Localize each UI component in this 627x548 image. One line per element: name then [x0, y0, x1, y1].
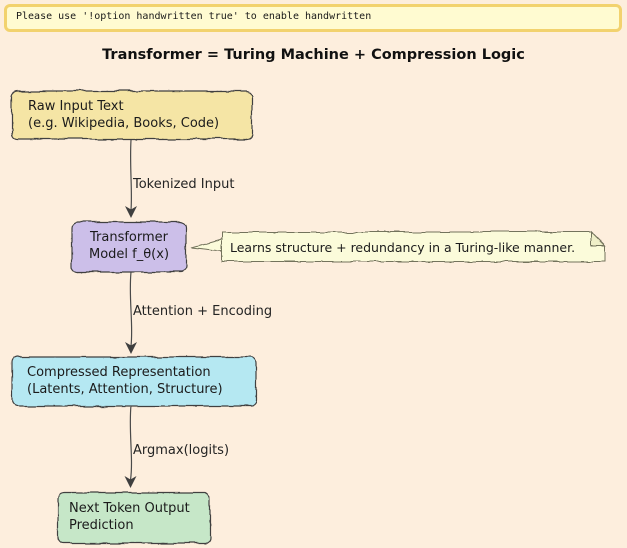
node-output-label: Next Token Output Prediction — [69, 500, 190, 534]
arrowhead-down-icon — [124, 476, 137, 488]
node-output-line2: Prediction — [69, 518, 134, 533]
node-compressed-label: Compressed Representation (Latents, Atte… — [27, 364, 223, 398]
note-fold-corner-icon — [591, 230, 607, 246]
node-raw-input-label: Raw Input Text (e.g. Wikipedia, Books, C… — [28, 98, 219, 132]
node-raw-input-line1: Raw Input Text — [28, 99, 124, 114]
node-output-line1: Next Token Output — [69, 501, 190, 516]
node-transformer-model — [71, 221, 187, 273]
node-transformer-line1: Transformer — [89, 230, 168, 245]
handwritten-option-banner: Please use '!option handwritten true' to… — [4, 4, 622, 32]
note-shape — [221, 231, 606, 262]
arrowhead-down-icon — [125, 206, 137, 218]
arrowhead-down-icon — [125, 342, 137, 354]
note-tail — [190, 238, 223, 252]
node-next-token-output — [57, 492, 211, 544]
edge-transformer-to-compressed — [129, 271, 133, 347]
edge-label-tokenized-input: Tokenized Input — [133, 177, 235, 192]
node-raw-input — [11, 90, 253, 140]
node-compressed-line2: (Latents, Attention, Structure) — [27, 382, 223, 397]
node-compressed-line1: Compressed Representation — [27, 365, 211, 380]
diagram-title: Transformer = Turing Machine + Compressi… — [102, 47, 525, 63]
edge-raw-to-transformer — [129, 139, 133, 211]
note-text: Learns structure + redundancy in a Turin… — [230, 240, 576, 255]
edge-label-argmax-logits: Argmax(logits) — [133, 443, 230, 458]
edge-label-attention-encoding: Attention + Encoding — [133, 304, 273, 319]
node-transformer-label: Transformer Model f_θ(x) — [72, 229, 186, 263]
banner-text: Please use '!option handwritten true' to… — [16, 11, 372, 22]
node-compressed-representation — [11, 356, 257, 407]
node-transformer-line2: Model f_θ(x) — [88, 247, 170, 262]
node-raw-input-line2: (e.g. Wikipedia, Books, Code) — [28, 116, 220, 131]
edge-compressed-to-output — [129, 404, 133, 481]
